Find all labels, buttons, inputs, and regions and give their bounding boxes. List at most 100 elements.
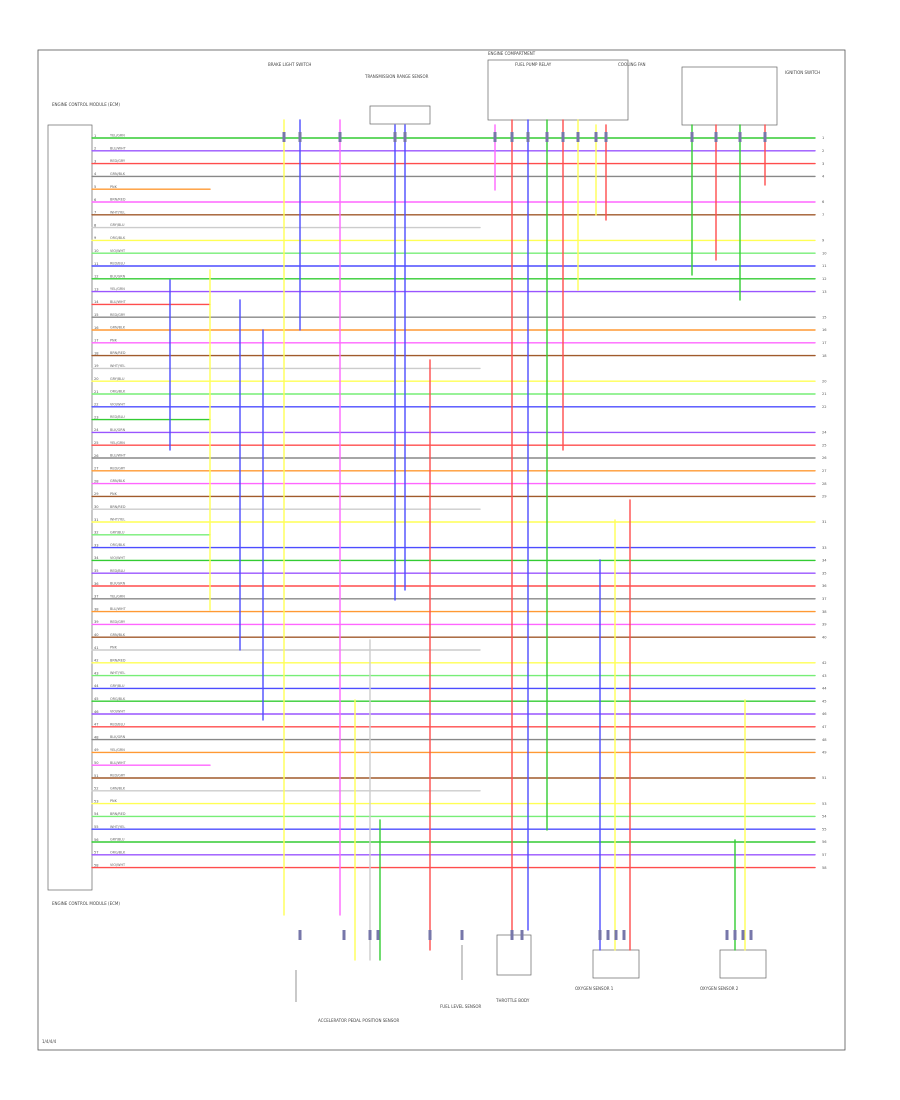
- ecm-pin-number: 6: [94, 198, 97, 202]
- connector-pin: [749, 930, 753, 940]
- connector-pin: [460, 930, 464, 940]
- ecm-pin-number: 40: [94, 633, 99, 637]
- wire-code-label: GRY/BLU: [110, 530, 125, 534]
- right-ref-number: 12: [822, 277, 827, 281]
- connector-pin: [428, 930, 432, 940]
- ecm-pin-number: 19: [94, 364, 99, 368]
- ecm-pin-number: 3: [94, 159, 96, 163]
- wire-code-label: ORG/BLK: [110, 543, 126, 547]
- component-outlines: [47, 59, 778, 1002]
- wire-code-label: WHT/YEL: [110, 518, 125, 522]
- wire-code-label: BRN/RED: [110, 658, 126, 662]
- wire-code-label: VIO/WHT: [110, 402, 126, 406]
- wire-code-label: BRN/RED: [110, 505, 126, 509]
- ecm-pin-number: 38: [94, 607, 99, 611]
- wire-code-label: VIO/WHT: [110, 556, 126, 560]
- cooling-fan-label: COOLING FAN: [618, 62, 646, 67]
- ecm-pin-number: 55: [94, 825, 99, 829]
- ecm-pin-number: 39: [94, 620, 99, 624]
- ecm-pin-number: 32: [94, 531, 99, 535]
- ecm-pin-number: 35: [94, 569, 99, 573]
- right-ref-number: 56: [822, 840, 827, 844]
- wire-code-label: BRN/RED: [110, 812, 126, 816]
- wire-code-label: BLU/WHT: [110, 146, 127, 150]
- ecm-pin-number: 8: [94, 223, 97, 227]
- connector-pin: [714, 132, 718, 142]
- wire-code-label: VIO/WHT: [110, 710, 126, 714]
- brake-switch-label: BRAKE LIGHT SWITCH: [268, 62, 311, 67]
- wire-code-label: RED/BLU: [110, 569, 125, 573]
- wire-code-label: RED/GRY: [110, 774, 126, 778]
- connector-pin: [594, 132, 598, 142]
- right-ref-number: 3: [822, 162, 824, 166]
- component-labels: ENGINE CONTROL MODULE (ECM) ENGINE CONTR…: [42, 51, 820, 1044]
- oxygen-sensor-1-box: [592, 949, 640, 979]
- ecm-pin-number: 16: [94, 326, 99, 330]
- ecm-pin-number: 57: [94, 851, 99, 855]
- ecm-pin-number: 54: [94, 812, 99, 816]
- wire-code-label: ORG/BLK: [110, 697, 126, 701]
- right-ref-number: 2: [822, 149, 824, 153]
- wire-code-label: BRN/RED: [110, 351, 126, 355]
- ecm-pin-number: 42: [94, 659, 99, 663]
- ecm-bottom-label: ENGINE CONTROL MODULE (ECM): [52, 901, 120, 906]
- connector-pin: [733, 930, 737, 940]
- wire-code-label: WHT/YEL: [110, 671, 125, 675]
- wire-code-label: GRN/BLK: [110, 633, 126, 637]
- right-ref-number: 36: [822, 584, 827, 588]
- right-ref-number: 38: [822, 610, 827, 614]
- right-ref-number: 35: [822, 571, 827, 575]
- ecm-pin-number: 13: [94, 287, 99, 291]
- wire-code-label: YEL/GRN: [110, 441, 125, 445]
- connector-pin: [393, 132, 397, 142]
- right-ref-number: 39: [822, 623, 827, 627]
- connector-pin: [545, 132, 549, 142]
- ecm-pin-number: 21: [94, 390, 99, 394]
- ecm-pin-number: 4: [94, 172, 97, 176]
- ecm-top-label: ENGINE CONTROL MODULE (ECM): [52, 102, 120, 107]
- ecm-pin-number: 28: [94, 479, 99, 483]
- ecm-pin-number: 26: [94, 454, 99, 458]
- wire-code-label: GRN/BLK: [110, 326, 126, 330]
- connector-pin: [282, 132, 286, 142]
- ecm-pin-number: 48: [94, 735, 99, 739]
- connector-pin: [493, 132, 497, 142]
- wire-code-label: YEL/GRN: [110, 748, 125, 752]
- ecm-pin-number: 11: [94, 262, 99, 266]
- right-ref-number: 16: [822, 328, 827, 332]
- fuel-pump-label: FUEL PUMP RELAY: [515, 62, 552, 67]
- connector-pin: [622, 930, 626, 940]
- fuel-level-label: FUEL LEVEL SENSOR: [440, 1004, 482, 1009]
- throttle-body-box: [496, 934, 532, 976]
- wire-code-label: BLK/GRN: [110, 274, 126, 278]
- ecm-pin-number: 7: [94, 211, 96, 215]
- ecm-pin-number: 58: [94, 863, 99, 867]
- right-ref-number: 10: [822, 251, 827, 255]
- right-ref-number: 58: [822, 866, 827, 870]
- right-ref-number: 4: [822, 175, 825, 179]
- wire-code-label: PNK: [110, 646, 118, 650]
- connector-pin: [338, 132, 342, 142]
- ecm-pin-number: 24: [94, 428, 99, 432]
- ecm-pin-number: 36: [94, 582, 99, 586]
- wire-code-label: BLU/WHT: [110, 454, 127, 458]
- wire-code-label: BRN/RED: [110, 198, 126, 202]
- connector-pin: [368, 930, 372, 940]
- wire-code-label: YEL/GRN: [110, 287, 125, 291]
- connector-pin: [298, 132, 302, 142]
- ecm-pin-number: 46: [94, 710, 99, 714]
- oxygen-sensor-2-box: [719, 949, 767, 979]
- ecm-pin-number: 15: [94, 313, 99, 317]
- wire-code-label: GRN/BLK: [110, 479, 126, 483]
- right-ref-number: 51: [822, 776, 827, 780]
- ecm-pin-number: 12: [94, 275, 99, 279]
- right-ref-number: 43: [822, 674, 827, 678]
- ignition-switch-box: [681, 66, 778, 126]
- wire-code-label: VIO/WHT: [110, 249, 126, 253]
- wire-code-label: RED/GRY: [110, 159, 126, 163]
- wire-code-label: GRN/BLK: [110, 172, 126, 176]
- connector-pin: [614, 930, 618, 940]
- right-ref-number: 49: [822, 751, 827, 755]
- ecm-pin-number: 44: [94, 684, 99, 688]
